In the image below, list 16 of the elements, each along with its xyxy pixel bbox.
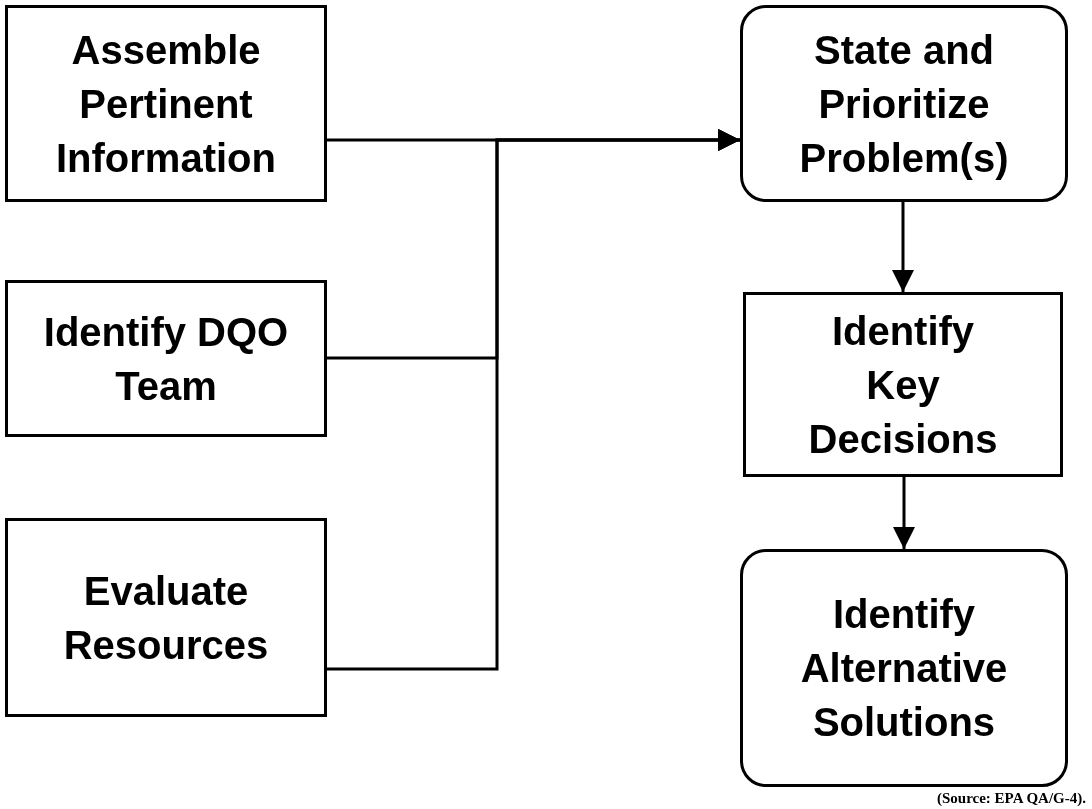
rounded-process-box — [740, 5, 1068, 202]
arrow — [327, 129, 740, 671]
process-box — [5, 5, 327, 202]
rounded-process-box — [740, 549, 1068, 787]
process-box — [5, 280, 327, 437]
process-box — [743, 292, 1063, 477]
process-box — [5, 518, 327, 717]
box-label: Identify Alternative Solutions — [799, 591, 1009, 746]
box-label: Identify DQO Team — [42, 308, 290, 410]
source-caption: (Source: EPA QA/G-4). — [937, 790, 1086, 807]
arrow — [892, 202, 914, 292]
box-label: Identify Key Decisions — [807, 307, 999, 463]
box-label: Assemble Pertinent Information — [55, 26, 277, 182]
box-label: State and Prioritize Problem(s) — [798, 26, 1010, 182]
arrow — [893, 477, 915, 549]
box-label: Evaluate Resources — [62, 567, 270, 669]
